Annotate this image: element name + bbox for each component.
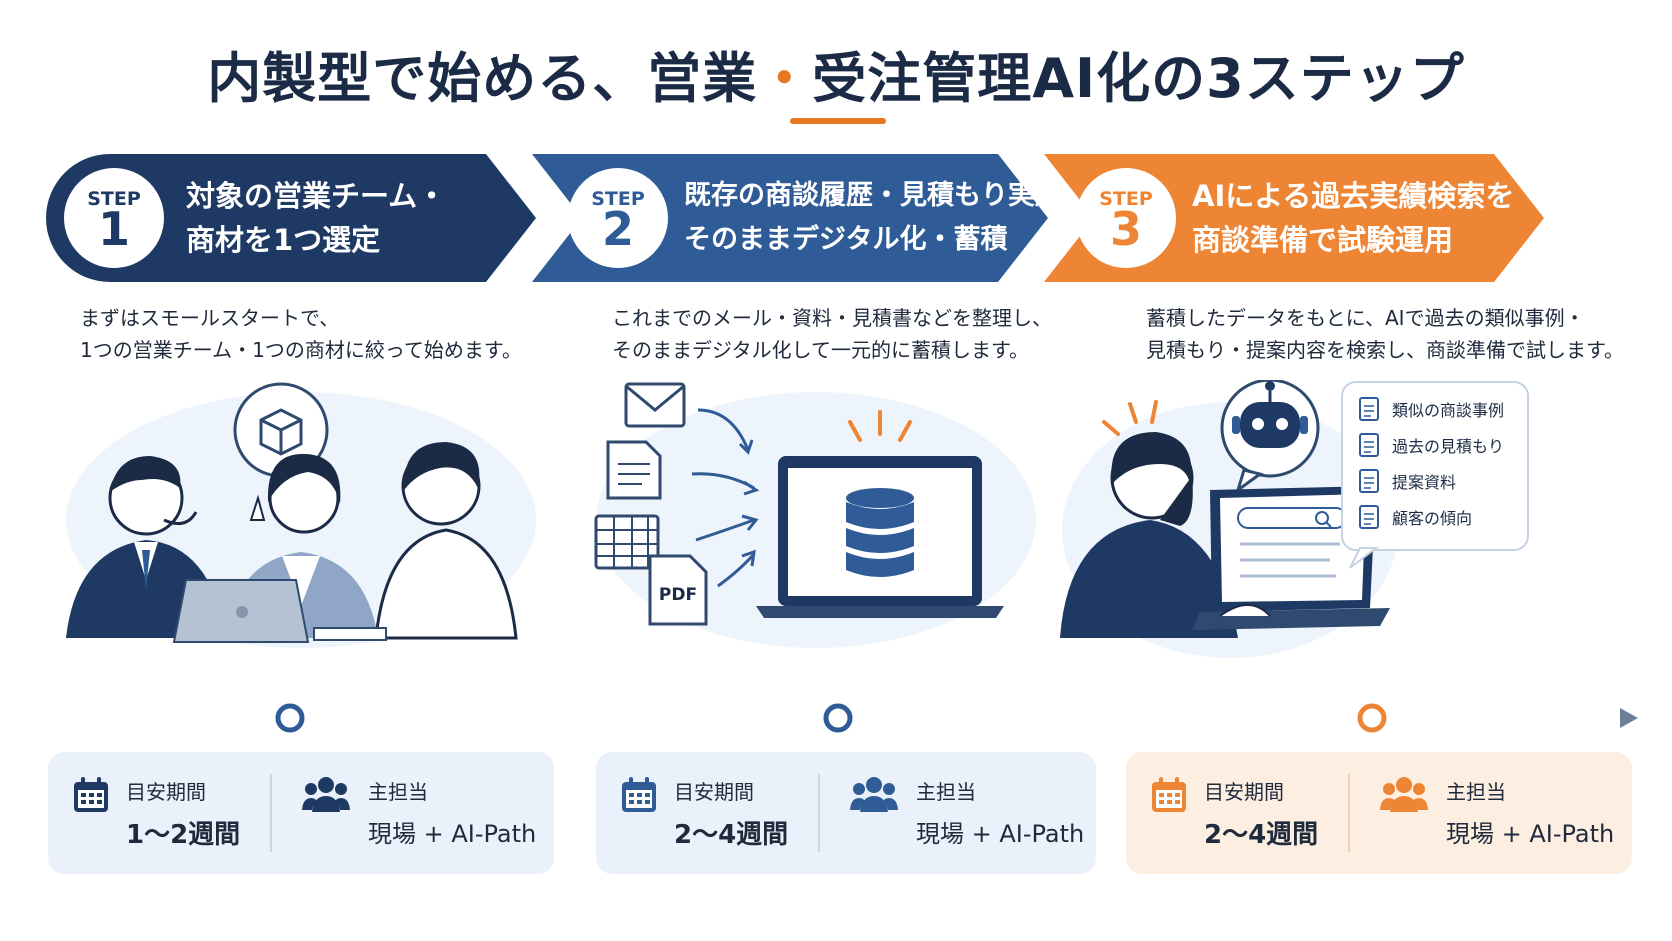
database-icon	[846, 488, 914, 577]
result-item-4: 顧客の傾向	[1359, 505, 1472, 529]
step-2-banner-shape	[532, 154, 1048, 282]
calendar-icon	[1152, 777, 1186, 812]
result-item-2: 過去の見積もり	[1359, 433, 1504, 457]
card-divider	[818, 774, 820, 852]
owner-value: 現場 + AI-Path	[368, 820, 537, 848]
step-3-title-line2: 商談準備で試験運用	[1192, 223, 1454, 257]
search-results-panel: 類似の商談事例 過去の見積もり 提案資料 顧客の傾向	[1341, 381, 1529, 569]
step-2-illustration: PDF	[556, 380, 1056, 684]
result-label: 顧客の傾向	[1392, 509, 1472, 528]
calendar-icon	[622, 777, 656, 812]
step-2-number: 2	[601, 202, 634, 256]
timeline-node-2	[823, 703, 853, 733]
period-value: 2～4週間	[674, 820, 789, 850]
step-1-title: 対象の営業チーム・ 商材を1つ選定	[186, 174, 446, 262]
step-1-description: まずはスモールスタートで、 1つの営業チーム・1つの商材に絞って始めます。	[80, 302, 522, 366]
step-3-banner-shape	[1044, 154, 1544, 282]
step-3-badge: STEP 3	[1076, 168, 1176, 268]
timeline-node-3	[1357, 703, 1387, 733]
title-suffix: 受注管理AI化の3ステップ	[812, 47, 1465, 110]
page-title: 内製型で始める、営業・受注管理AI化の3ステップ	[0, 34, 1672, 113]
user-person	[1060, 432, 1238, 638]
step-1-illustration	[46, 380, 546, 684]
step-1-banner-shape	[46, 154, 536, 282]
period-value: 2～4週間	[1204, 820, 1319, 850]
ai-robot-icon	[1220, 378, 1320, 494]
step-2-desc-line2: そのままデジタル化して一元的に蓄積します。	[612, 338, 1029, 362]
step-1-desc-line2: 1つの営業チーム・1つの商材に絞って始めます。	[80, 338, 522, 362]
card-divider	[1348, 774, 1350, 852]
step-1-info-card: 目安期間 1～2週間 主担当 現場 + AI-Path	[48, 752, 554, 874]
result-item-1: 類似の商談事例	[1359, 397, 1504, 421]
sparkle-icon	[848, 410, 912, 442]
title-dot: ・	[757, 47, 813, 110]
period-label: 目安期間	[1204, 780, 1284, 804]
step-3-description: 蓄積したデータをもとに、AIで過去の類似事例・ 見積もり・提案内容を検索し、商談…	[1146, 302, 1624, 366]
step-1-title-line1: 対象の営業チーム・	[186, 179, 447, 213]
step-2-description: これまでのメール・資料・見積書などを整理し、 そのままデジタル化して一元的に蓄積…	[612, 302, 1052, 366]
period-value: 1～2週間	[126, 820, 241, 850]
step-1-title-line2: 商材を1つ選定	[186, 223, 381, 257]
result-label: 類似の商談事例	[1392, 401, 1504, 420]
step-2-title: 既存の商談履歴・見積もり実績を そのままデジタル化・蓄積	[684, 174, 1089, 262]
step-3-desc-line1: 蓄積したデータをもとに、AIで過去の類似事例・	[1146, 306, 1585, 330]
laptop-icon	[1192, 486, 1390, 630]
spreadsheet-icon	[594, 514, 660, 570]
team-icon	[302, 777, 350, 812]
timeline-arrowhead	[1620, 708, 1638, 728]
timeline-node-1	[275, 703, 305, 733]
step-3-title: AIによる過去実績検索を 商談準備で試験運用	[1192, 174, 1514, 262]
title-underline	[790, 118, 886, 124]
step-1-banner: STEP 1 対象の営業チーム・ 商材を1つ選定	[46, 154, 536, 282]
result-label: 過去の見積もり	[1392, 437, 1504, 456]
owner-label: 主担当	[1446, 780, 1506, 804]
step-3-desc-line2: 見積もり・提案内容を検索し、商談準備で試します。	[1146, 338, 1624, 362]
step-3-banner: STEP 3 AIによる過去実績検索を 商談準備で試験運用	[1044, 154, 1544, 282]
step-3-number: 3	[1109, 202, 1142, 256]
step-1-number: 1	[97, 202, 130, 256]
pdf-icon: PDF	[648, 554, 708, 626]
owner-value: 現場 + AI-Path	[916, 820, 1085, 848]
step-2-info-card: 目安期間 2～4週間 主担当 現場 + AI-Path	[596, 752, 1096, 874]
calendar-icon	[74, 777, 108, 812]
result-item-3: 提案資料	[1359, 469, 1456, 493]
sparkle-icon	[1102, 400, 1158, 436]
step-2-title-line1: 既存の商談履歴・見積もり実績を	[684, 180, 1089, 211]
step-2-badge: STEP 2	[568, 168, 668, 268]
pdf-label: PDF	[659, 585, 697, 605]
step-3-info-card: 目安期間 2～4週間 主担当 現場 + AI-Path	[1126, 752, 1632, 874]
flow-arrows	[691, 408, 760, 588]
step-2-banner: STEP 2 既存の商談履歴・見積もり実績を そのままデジタル化・蓄積	[532, 154, 1089, 282]
team-icon	[1380, 777, 1428, 812]
period-label: 目安期間	[126, 780, 206, 804]
step-3-title-line1: AIによる過去実績検索を	[1192, 179, 1515, 213]
team-icon	[850, 777, 898, 812]
step-1-badge: STEP 1	[64, 168, 164, 268]
step-1-word: STEP	[87, 188, 141, 210]
period-label: 目安期間	[674, 780, 754, 804]
salesperson-right	[374, 442, 518, 640]
step-2-word: STEP	[591, 188, 645, 210]
owner-label: 主担当	[368, 780, 428, 804]
card-divider	[270, 774, 272, 852]
result-label: 提案資料	[1392, 473, 1456, 492]
step-1-desc-line1: まずはスモールスタートで、	[80, 306, 340, 330]
laptop-icon	[172, 579, 310, 643]
step-2-title-line2: そのままデジタル化・蓄積	[684, 224, 1008, 255]
step-2-desc-line1: これまでのメール・資料・見積書などを整理し、	[612, 306, 1052, 330]
mail-icon	[624, 382, 686, 428]
step-3-illustration: 類似の商談事例 過去の見積もり 提案資料 顧客の傾向	[1060, 378, 1550, 684]
timeline	[48, 703, 1638, 733]
step-3-word: STEP	[1099, 188, 1153, 210]
document-icon	[606, 440, 662, 500]
owner-label: 主担当	[916, 780, 976, 804]
title-prefix: 内製型で始める、営業	[207, 47, 758, 110]
owner-value: 現場 + AI-Path	[1446, 820, 1615, 848]
